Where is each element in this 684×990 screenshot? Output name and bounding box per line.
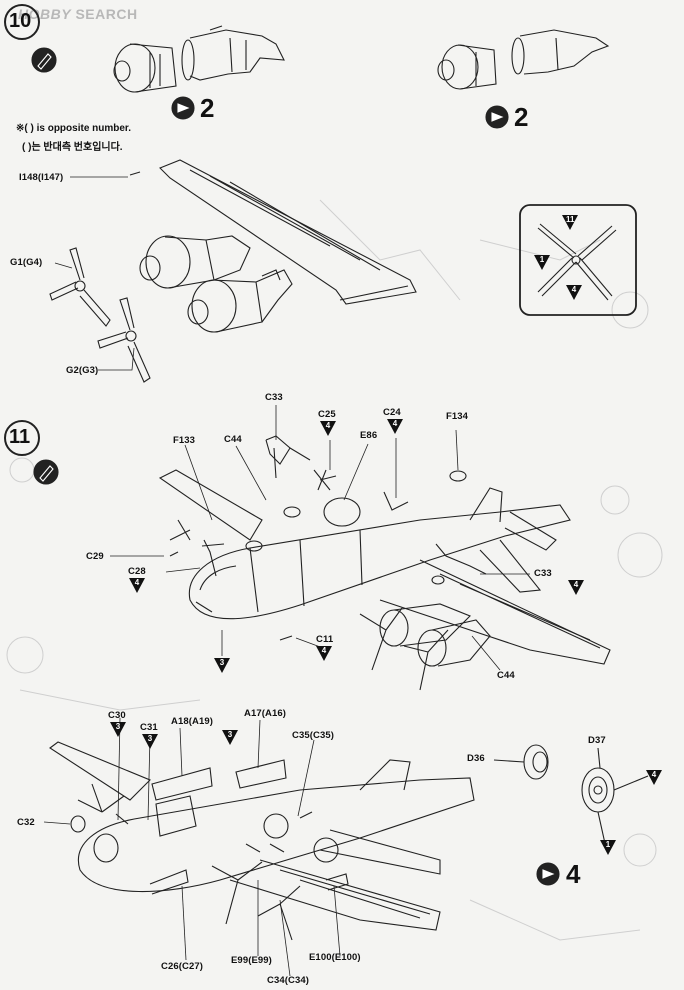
note-korean: ( )는 반대측 번호입니다. bbox=[22, 142, 123, 153]
propeller-detail bbox=[537, 223, 617, 301]
ref-step-4: 4 bbox=[566, 859, 581, 889]
label-e100: E100(E100) bbox=[309, 952, 361, 963]
step-10-circle bbox=[4, 4, 40, 40]
label-f134: F134 bbox=[446, 411, 469, 422]
pencil-icon bbox=[37, 53, 52, 70]
step-10-tool-badge bbox=[31, 47, 57, 73]
ref-step-2b: 2 bbox=[514, 102, 529, 132]
label-c30: C30 bbox=[108, 710, 126, 721]
label-c11: C11 bbox=[316, 634, 334, 645]
marker-4-wheel: 4 bbox=[646, 770, 662, 785]
propeller-g1 bbox=[49, 247, 111, 327]
step-11-tool-badge bbox=[33, 459, 59, 485]
label-c28: C28 bbox=[128, 566, 146, 577]
label-c32: C32 bbox=[17, 817, 35, 828]
label-d36: D36 bbox=[467, 753, 485, 764]
label-a17: A17(A16) bbox=[244, 708, 286, 719]
label-c25: C25 bbox=[318, 409, 336, 420]
marker-c11: 4 bbox=[316, 646, 332, 661]
label-g2: G2(G3) bbox=[66, 365, 99, 376]
nacelle-exploded-left bbox=[113, 25, 285, 93]
marker-1-wheel: 1 bbox=[600, 840, 616, 855]
aircraft-lower-view bbox=[49, 741, 475, 941]
step-11-leaders bbox=[110, 405, 530, 671]
label-c35: C35(C35) bbox=[292, 730, 334, 741]
marker-c28: 4 bbox=[129, 578, 145, 593]
marker-4-box: 4 bbox=[566, 285, 582, 300]
label-c24: C24 bbox=[383, 407, 401, 418]
label-e86: E86 bbox=[360, 430, 378, 441]
label-e99: E99(E99) bbox=[231, 955, 272, 966]
watermark-logo: HOBBY bbox=[18, 6, 72, 22]
label-c44-top: C44 bbox=[224, 434, 242, 445]
marker-c24: 4 bbox=[387, 419, 403, 434]
label-c44-bottom: C44 bbox=[497, 670, 515, 681]
label-c26: C26(C27) bbox=[161, 961, 203, 972]
label-i148: I148(I147) bbox=[19, 172, 64, 183]
pencil-icon bbox=[39, 465, 54, 482]
watermark-text: SEARCH bbox=[75, 6, 138, 22]
wheel-detail bbox=[493, 744, 649, 849]
marker-3b: 3 bbox=[222, 730, 238, 745]
label-g1: G1(G4) bbox=[10, 257, 43, 268]
step-10-number: 10 bbox=[9, 10, 32, 32]
arrow-icon bbox=[542, 869, 555, 879]
label-a18: A18(A19) bbox=[171, 716, 213, 727]
label-c33-right: C33 bbox=[534, 568, 552, 579]
note-english: ※( ) is opposite number. bbox=[16, 123, 132, 134]
watermark: HOBBY SEARCH bbox=[18, 6, 138, 22]
marker-c31: 3 bbox=[142, 734, 158, 749]
lower-leaders bbox=[43, 717, 341, 977]
propeller-g2 bbox=[97, 297, 151, 383]
label-c33-top: C33 bbox=[265, 392, 283, 403]
arrow-icon bbox=[491, 112, 504, 122]
marker-3a: 3 bbox=[214, 658, 230, 673]
wing-assembly bbox=[49, 159, 417, 383]
label-c29: C29 bbox=[86, 551, 104, 562]
label-c34: C34(C34) bbox=[267, 975, 309, 986]
background-ghost-art bbox=[6, 199, 663, 941]
nacelle-exploded-right bbox=[437, 29, 610, 90]
marker-1-box: 1 bbox=[534, 255, 550, 270]
aircraft-fuselage-step11 bbox=[158, 435, 611, 691]
marker-c25: 4 bbox=[320, 421, 336, 436]
step-11-circle bbox=[4, 420, 40, 456]
arrow-icon bbox=[177, 103, 190, 113]
marker-11: 11 bbox=[562, 215, 578, 230]
propeller-detail-box bbox=[519, 204, 637, 316]
marker-c33: 4 bbox=[568, 580, 584, 595]
step-11-number: 11 bbox=[9, 426, 31, 448]
ref-step-2a: 2 bbox=[200, 93, 215, 123]
label-f133: F133 bbox=[173, 435, 196, 446]
label-c31: C31 bbox=[140, 722, 158, 733]
marker-c30: 3 bbox=[110, 722, 126, 737]
label-d37: D37 bbox=[588, 735, 606, 746]
